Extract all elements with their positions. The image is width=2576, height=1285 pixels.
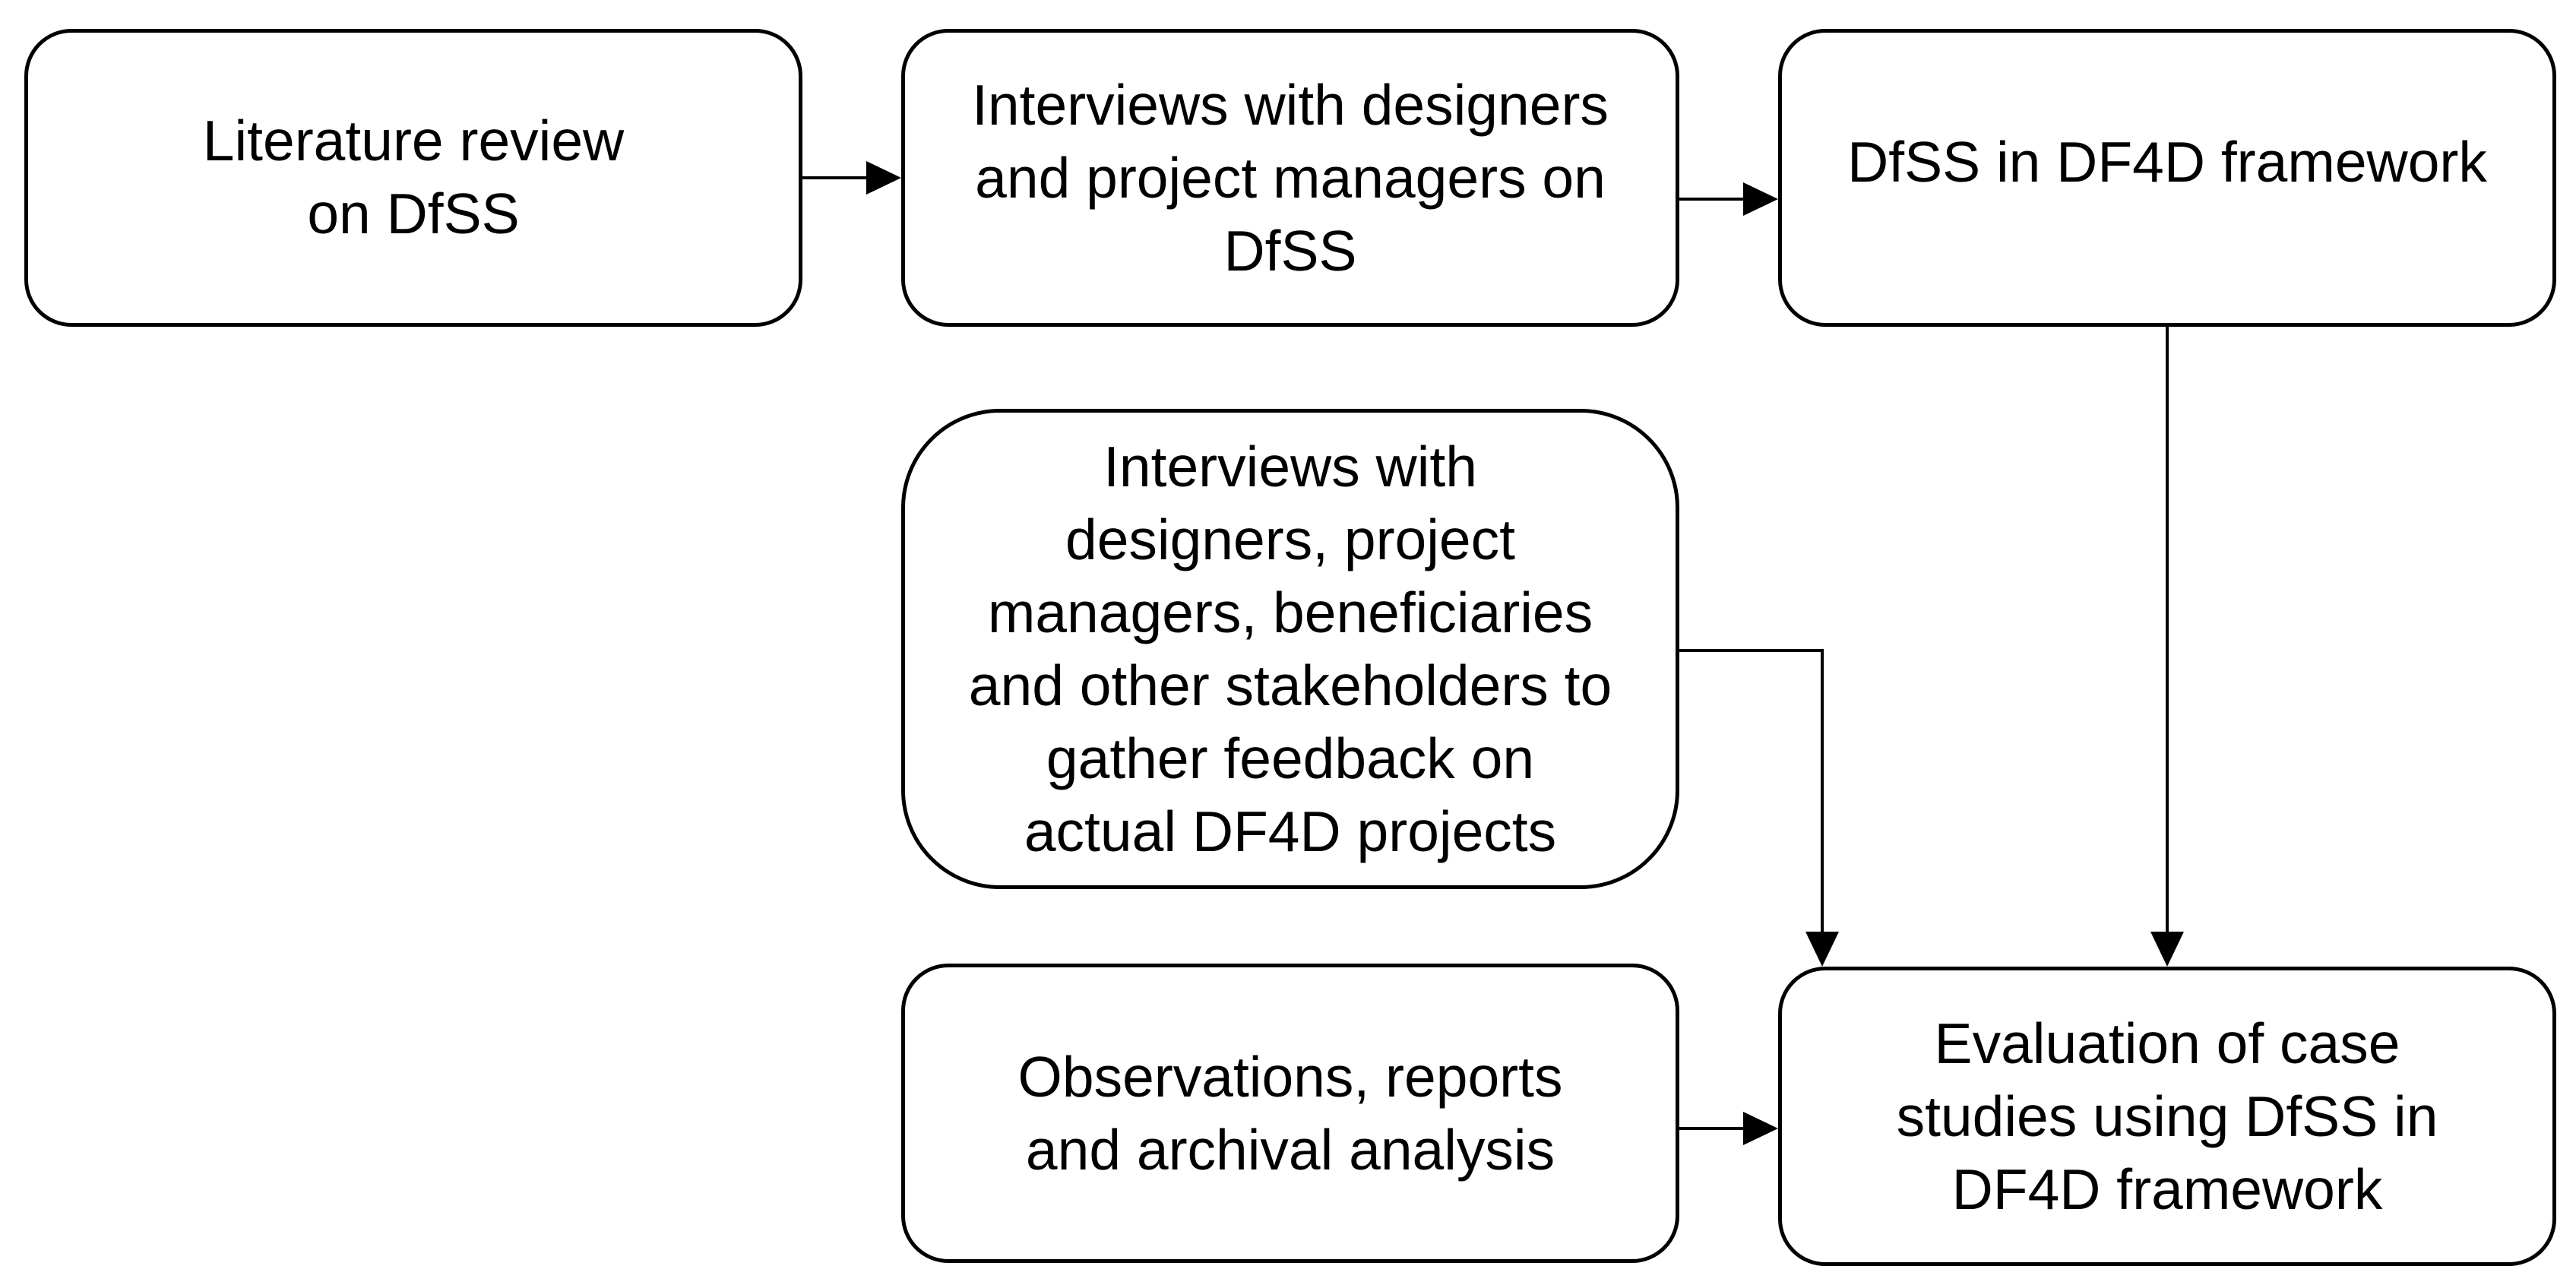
node-evaluation-label: Evaluation of case studies using DfSS in… — [1896, 1011, 2438, 1221]
node-observations: Observations, reports and archival analy… — [901, 964, 1679, 1263]
node-evaluation: Evaluation of case studies using DfSS in… — [1778, 967, 2556, 1266]
node-literature-review: Literature review on DfSS — [24, 29, 802, 327]
arrowhead-observations-to-evaluation — [1743, 1112, 1778, 1145]
edge-stakeholders-to-evaluation — [1679, 649, 1824, 933]
node-interviews-designers-pm-label: Interviews with designers and project ma… — [972, 73, 1609, 283]
node-dfss-framework: DfSS in DF4D framework — [1778, 29, 2556, 327]
node-literature-review-label: Literature review on DfSS — [202, 109, 625, 245]
node-interviews-stakeholders: Interviews with designers, project manag… — [901, 409, 1679, 889]
node-interviews-stakeholders-label: Interviews with designers, project manag… — [968, 435, 1612, 863]
arrowhead-interviews-to-framework — [1743, 182, 1778, 216]
node-observations-label: Observations, reports and archival analy… — [1017, 1045, 1563, 1182]
arrowhead-stakeholders-to-evaluation — [1805, 932, 1839, 967]
node-interviews-designers-pm: Interviews with designers and project ma… — [901, 29, 1679, 327]
arrowhead-literature-to-interviews — [866, 161, 901, 195]
arrowhead-framework-to-evaluation — [2150, 932, 2184, 967]
node-dfss-framework-label: DfSS in DF4D framework — [1847, 130, 2487, 194]
